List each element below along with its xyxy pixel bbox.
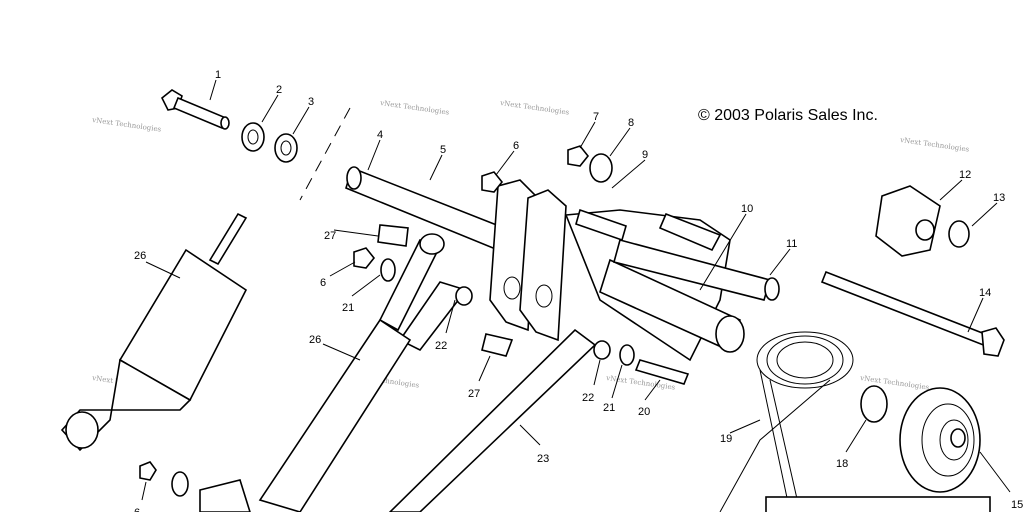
callout-19: 19 (720, 433, 732, 445)
watermark: vNext Technologies (499, 99, 570, 117)
callout-7: 7 (593, 111, 599, 123)
callout-labels: 1 2 3 4 5 6 7 8 9 10 11 12 13 14 15 18 1… (134, 69, 1023, 512)
callout-4: 4 (377, 129, 383, 141)
callout-13: 13 (993, 192, 1005, 204)
bolt-20 (634, 359, 690, 385)
watermark: vNext Technologies (379, 99, 450, 117)
bolt-14 (820, 270, 1005, 357)
link-arm (378, 233, 473, 352)
bolt-9 (575, 208, 627, 242)
bushing-27 (377, 224, 409, 247)
callout-3: 3 (308, 96, 314, 108)
bracket-plates (489, 179, 567, 342)
washer-13 (948, 220, 970, 248)
nut-6 (353, 247, 376, 269)
block-12 (875, 185, 941, 257)
washer-21 (380, 258, 396, 282)
callout-9: 9 (642, 149, 648, 161)
callout-15: 15 (1011, 499, 1023, 511)
callout-27: 27 (468, 388, 480, 400)
shock-26-center (258, 318, 412, 512)
callout-12: 12 (959, 169, 971, 181)
idler-wheel-15 (899, 387, 981, 493)
callout-27: 27 (324, 230, 336, 242)
callout-11: 11 (786, 238, 797, 250)
nut-6-bottom (139, 461, 157, 481)
callout-26: 26 (134, 250, 146, 262)
watermark: vNext Technologies (899, 136, 970, 154)
callout-22: 22 (435, 340, 447, 352)
centerline (299, 107, 351, 201)
pivot-housing-10 (564, 209, 780, 362)
callout-26: 26 (309, 334, 321, 346)
callout-2: 2 (276, 84, 282, 96)
callout-5: 5 (440, 144, 446, 156)
nut-6-top (481, 171, 504, 193)
washer-21b (619, 344, 635, 366)
washer-8 (589, 153, 613, 183)
callout-6: 6 (513, 140, 519, 152)
callout-1: 1 (215, 69, 221, 81)
washer-2 (241, 122, 265, 152)
shock-26-left (60, 212, 248, 452)
callout-10: 10 (741, 203, 753, 215)
callout-20: 20 (638, 406, 650, 418)
bushing-27b (481, 333, 514, 357)
watermark: vNext Technologies (91, 116, 162, 134)
washer-3 (274, 133, 298, 163)
callout-6: 6 (134, 507, 140, 512)
nut-7 (567, 145, 590, 167)
callout-8: 8 (628, 117, 634, 129)
callout-21: 21 (342, 302, 354, 314)
callout-22: 22 (582, 392, 594, 404)
info-box (765, 496, 991, 512)
washer-bottom (171, 471, 189, 497)
copyright-text: © 2003 Polaris Sales Inc. (698, 107, 878, 124)
callout-14: 14 (979, 287, 991, 299)
arm-23 (388, 328, 611, 512)
washer-18 (860, 385, 888, 423)
bolt-1 (160, 89, 230, 130)
callout-18: 18 (836, 458, 848, 470)
arm-bottom (199, 479, 251, 512)
callout-21: 21 (603, 402, 615, 414)
callout-23: 23 (537, 453, 549, 465)
leader-lines (141, 79, 1011, 501)
callout-6: 6 (320, 277, 326, 289)
spring-19 (719, 331, 854, 512)
